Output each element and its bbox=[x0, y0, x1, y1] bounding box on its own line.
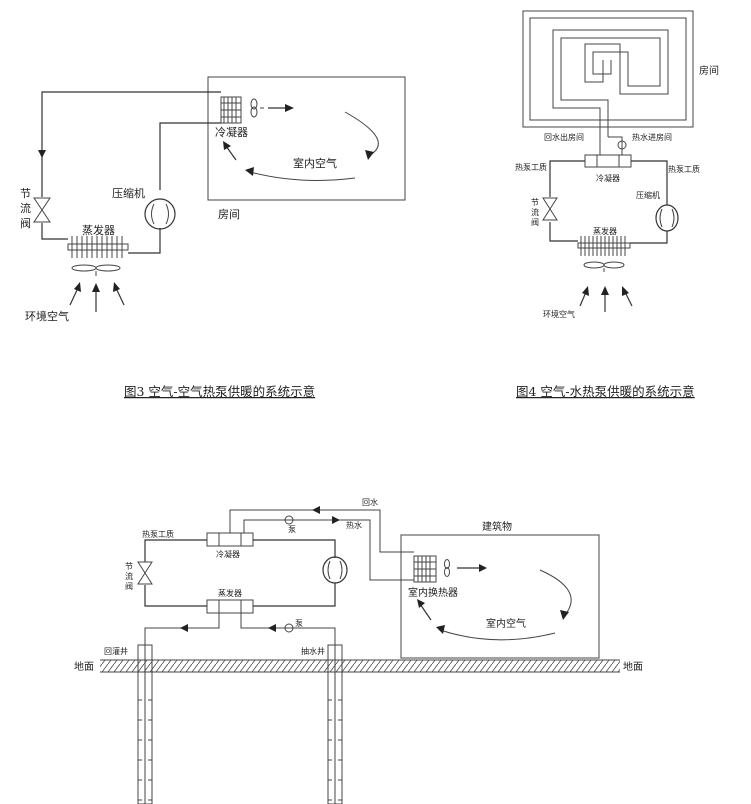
evaporator-label: 蒸发器 bbox=[593, 226, 617, 236]
air-flow-arc bbox=[344, 111, 379, 156]
pumping-well bbox=[327, 644, 343, 804]
hot-water-label: 热水 bbox=[346, 520, 362, 530]
return-water-label: 回水出房间 bbox=[544, 132, 584, 142]
evaporator-fan-icon bbox=[71, 264, 121, 276]
air-flow-arc bbox=[539, 569, 572, 616]
compressor-icon bbox=[655, 204, 679, 232]
return-water-label: 回水 bbox=[362, 497, 378, 507]
evaporator-fan-icon bbox=[583, 261, 625, 272]
pump-bottom-icon bbox=[284, 623, 294, 633]
valve-label-3: 阀 bbox=[20, 216, 31, 230]
valve-label-2: 流 bbox=[531, 207, 539, 217]
valve-label-1: 节 bbox=[20, 187, 31, 200]
compressor-label: 压缩机 bbox=[636, 190, 660, 200]
condenser-box bbox=[206, 532, 254, 547]
working-fluid-left-label: 热泵工质 bbox=[515, 162, 547, 172]
room-label: 房间 bbox=[699, 64, 719, 77]
figure-5: 建筑物 室内换热器 室内空气 回水 热水 泵 bbox=[74, 497, 643, 804]
pump-top-label: 泵 bbox=[288, 525, 296, 534]
recharge-well bbox=[137, 644, 153, 804]
working-fluid-label: 热泵工质 bbox=[142, 529, 174, 539]
figure-4-caption: 图4 空气-水热泵供暖的系统示意 bbox=[516, 384, 695, 399]
valve-label-1: 节 bbox=[531, 198, 539, 207]
indoor-air-label: 室内空气 bbox=[486, 617, 526, 630]
refrigerant-pipe bbox=[41, 91, 221, 197]
fan-icon bbox=[444, 559, 487, 577]
valve-label-2: 流 bbox=[125, 571, 133, 581]
condenser-coil bbox=[220, 96, 242, 124]
valve-label-2: 流 bbox=[20, 201, 31, 215]
indoor-exchanger-label: 室内换热器 bbox=[408, 586, 458, 599]
room-label: 房间 bbox=[218, 208, 240, 221]
condenser-label: 冷凝器 bbox=[215, 125, 248, 139]
figure-3: 房间 冷凝器 室内空气 bbox=[20, 76, 406, 399]
fan-icon bbox=[250, 98, 294, 118]
floor-heating-coil bbox=[552, 29, 669, 128]
ambient-air-label: 环境空气 bbox=[25, 309, 69, 323]
hot-water-label: 热水进房间 bbox=[632, 132, 672, 142]
indoor-exchanger-coil bbox=[413, 555, 437, 583]
return-water-pipe bbox=[229, 509, 414, 553]
condenser-label: 冷凝器 bbox=[596, 173, 620, 183]
ground-left-label: 地面 bbox=[74, 660, 94, 673]
valve-label-3: 阀 bbox=[531, 218, 539, 227]
throttle-valve-icon bbox=[542, 197, 558, 210]
condenser-label: 冷凝器 bbox=[216, 549, 240, 559]
ground-right-label: 地面 bbox=[623, 660, 643, 673]
throttle-valve-icon bbox=[137, 561, 153, 574]
recharge-well-label: 回灌井 bbox=[104, 646, 128, 656]
working-fluid-right-label: 热泵工质 bbox=[668, 164, 700, 174]
pump-icon bbox=[617, 140, 627, 150]
compressor-icon bbox=[322, 556, 348, 584]
room-box bbox=[207, 76, 406, 201]
valve-label-3: 阀 bbox=[125, 582, 133, 591]
hot-water-pipe bbox=[243, 519, 414, 581]
compressor-icon bbox=[144, 198, 176, 230]
indoor-air-label: 室内空气 bbox=[293, 156, 337, 170]
building-box bbox=[400, 534, 600, 659]
condenser-box bbox=[584, 154, 632, 168]
evaporator-box bbox=[206, 599, 254, 614]
evaporator-coil bbox=[577, 236, 631, 256]
evaporator-label: 蒸发器 bbox=[218, 588, 242, 598]
pump-bottom-label: 泵 bbox=[295, 619, 303, 628]
figure-4: 房间 回水出房间 热水进房间 冷凝器 热泵工质 热泵工质 节 流 阀 压缩机 bbox=[515, 10, 719, 399]
valve-label-1: 节 bbox=[125, 562, 133, 571]
ambient-air-label: 环境空气 bbox=[543, 309, 575, 319]
pumping-pipe bbox=[240, 613, 336, 645]
evaporator-label: 蒸发器 bbox=[82, 223, 115, 237]
throttle-valve-icon bbox=[33, 197, 51, 211]
figure-3-caption: 图3 空气-空气热泵供暖的系统示意 bbox=[124, 384, 315, 399]
evaporator-coil bbox=[67, 236, 129, 258]
pump-top-icon bbox=[284, 515, 294, 525]
pumping-well-label: 抽水井 bbox=[301, 646, 325, 656]
compressor-label: 压缩机 bbox=[112, 186, 145, 200]
building-label: 建筑物 bbox=[482, 520, 512, 533]
